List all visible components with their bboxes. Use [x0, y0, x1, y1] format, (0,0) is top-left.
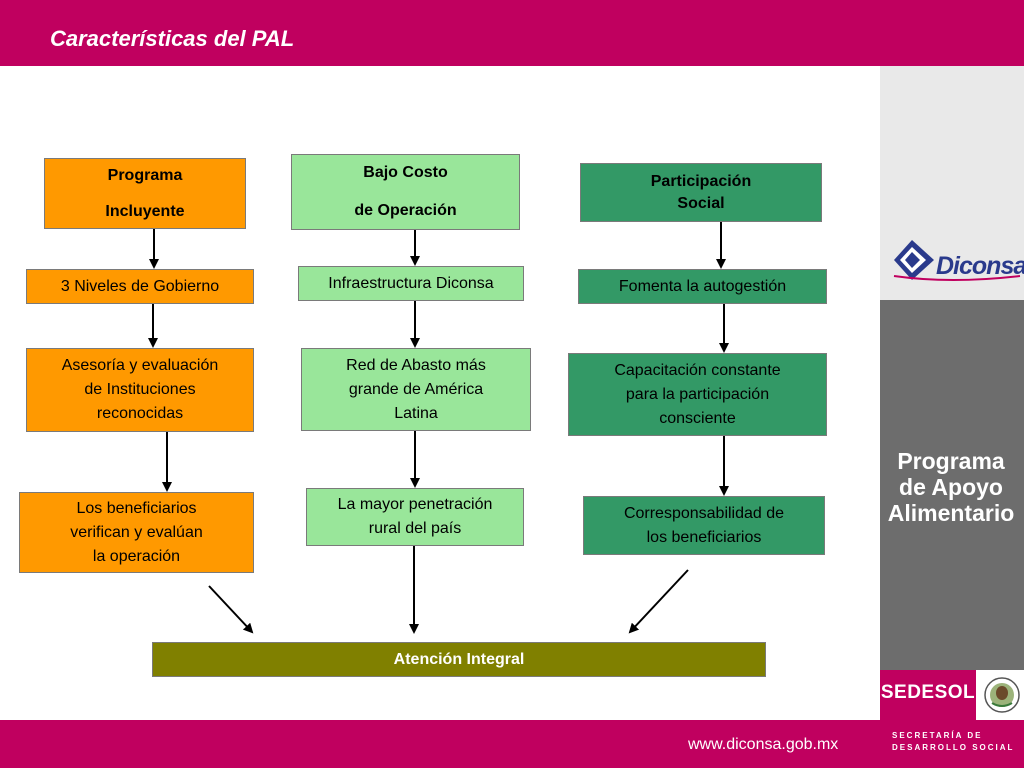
- program-title: Programa de Apoyo Alimentario: [887, 448, 1015, 526]
- footer-url-link[interactable]: www.diconsa.gob.mx: [688, 736, 839, 753]
- beneficiarios-verifican-box: Los beneficiarios verifican y evalúan la…: [19, 492, 254, 573]
- fomenta-autogestion-box: Fomenta la autogestión: [578, 269, 827, 304]
- corresponsabilidad-box: Corresponsabilidad de los beneficiarios: [583, 496, 825, 555]
- page-title: Características del PAL: [50, 26, 295, 51]
- asesoria-evaluacion-box: Asesoría y evaluación de Instituciones r…: [26, 348, 254, 432]
- diconsa-logo-text: Diconsa: [936, 252, 1024, 280]
- niveles-gobierno-box: 3 Niveles de Gobierno: [26, 269, 254, 304]
- diconsa-logo: [893, 240, 1021, 281]
- footer-bar: [0, 720, 1024, 768]
- sedesol-logo-text: SEDESOL: [880, 682, 976, 703]
- bajo-costo-box: Bajo Costo de Operación: [291, 154, 520, 230]
- capacitacion-constante-box: Capacitación constante para la participa…: [568, 353, 827, 436]
- participacion-social-box: Participación Social: [580, 163, 822, 222]
- arrow-to-result-left: [208, 585, 254, 634]
- arrow-to-result-right: [628, 569, 689, 634]
- mexico-seal-icon: [984, 677, 1020, 713]
- red-abasto-box: Red de Abasto más grande de América Lati…: [301, 348, 531, 431]
- header-bar: [0, 0, 1024, 66]
- mayor-penetracion-box: La mayor penetración rural del país: [306, 488, 524, 546]
- programa-incluyente-box: Programa Incluyente: [44, 158, 246, 229]
- sedesol-panel: [880, 670, 976, 720]
- sidebar-title-panel: [880, 300, 1024, 670]
- infraestructura-diconsa-box: Infraestructura Diconsa: [298, 266, 524, 301]
- secretaria-text: SECRETARÍA DE DESARROLLO SOCIAL: [892, 731, 1015, 752]
- atencion-integral-box: Atención Integral: [152, 642, 766, 677]
